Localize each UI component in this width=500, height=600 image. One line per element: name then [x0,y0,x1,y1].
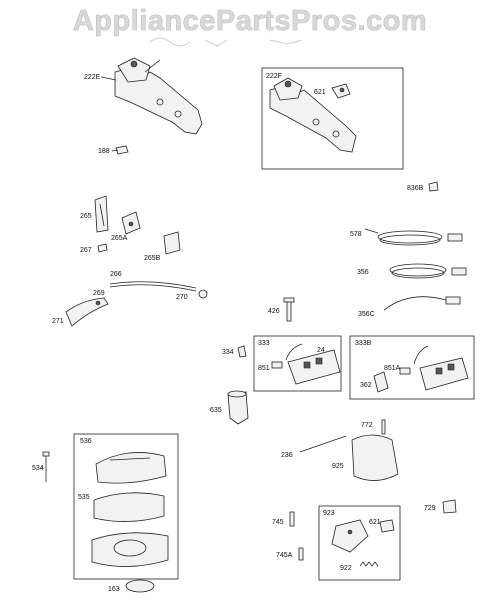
air-cleaner-base[interactable] [91,532,169,567]
control-box-923 [318,505,401,581]
ignition-box-333 [253,335,342,392]
governor-bracket-222F[interactable] [269,77,357,153]
label-851: 851 [258,365,270,372]
label-265A: 265A [111,235,128,242]
label-269: 269 [93,290,105,297]
watermark-decoration [149,37,303,47]
nut-270[interactable] [198,289,208,299]
link-621-lower[interactable] [379,519,395,533]
label-333B: 333B [355,340,372,347]
label-266: 266 [110,271,122,278]
label-270: 270 [176,294,188,301]
label-362: 362 [360,382,372,389]
label-426: 426 [268,308,280,315]
label-922: 922 [340,565,352,572]
label-925: 925 [332,463,344,470]
label-188: 188 [98,148,110,155]
label-621-lower: 621 [369,519,381,526]
label-635: 635 [210,407,222,414]
label-851A: 851A [384,365,401,372]
wire-harness-578[interactable] [364,228,463,246]
throttle-lever-271[interactable] [65,297,109,327]
label-222E: 222E [84,74,101,81]
label-333: 333 [258,340,270,347]
label-621-top: 621 [314,89,326,96]
gasket-163[interactable] [125,579,155,593]
bolt-426[interactable] [283,297,295,322]
assembly-box-222F [261,67,404,170]
label-334: 334 [222,349,234,356]
terminal-851[interactable] [271,361,283,369]
label-772: 772 [361,422,373,429]
air-filter-box-536 [73,433,179,580]
label-535: 535 [78,494,90,501]
screw-772[interactable] [381,419,386,435]
label-356: 356 [357,269,369,276]
air-filter-element-535[interactable] [93,492,165,522]
wire-harness-356[interactable] [389,263,467,279]
label-265B: 265B [144,255,161,262]
label-236: 236 [281,452,293,459]
label-163: 163 [108,586,120,593]
label-836B: 836B [407,185,424,192]
throttle-cable-266[interactable] [109,281,197,292]
label-265: 265 [80,213,92,220]
screw-188[interactable] [111,145,129,155]
part-729[interactable] [442,499,457,514]
elbow-635[interactable] [227,390,249,425]
bolt-534[interactable] [42,451,50,482]
screw-745[interactable] [289,511,295,527]
bracket-265[interactable] [94,195,109,233]
label-222F: 222F [266,73,282,80]
label-24: 24 [317,347,325,354]
watermark-text: AppliancePartsPros.com [73,5,427,37]
air-cleaner-cover[interactable] [95,452,167,484]
label-271: 271 [52,318,64,325]
label-534: 534 [32,465,44,472]
label-267: 267 [80,247,92,254]
ignition-coil-333B[interactable] [413,345,469,391]
label-745A: 745A [276,552,293,559]
label-923: 923 [323,510,335,517]
screw-267[interactable] [97,243,108,253]
link-236[interactable] [299,435,347,453]
label-745: 745 [272,519,284,526]
fuel-tank-925[interactable] [351,434,399,481]
label-578: 578 [350,231,362,238]
spring-922[interactable] [359,561,379,567]
screw-334[interactable] [237,345,247,358]
screw-745A[interactable] [298,547,304,561]
ignition-coil-333[interactable] [285,343,341,385]
wire-356C[interactable] [383,296,461,311]
ignition-box-333B [349,335,475,400]
part-362[interactable] [373,371,389,393]
clip-265B[interactable] [163,231,181,255]
terminal-851A[interactable] [399,367,411,375]
part-836B[interactable] [428,181,439,192]
label-356C: 356C [358,311,375,318]
link-621-top[interactable] [331,83,351,99]
clip-265A[interactable] [121,211,141,235]
label-536: 536 [80,438,92,445]
label-729: 729 [424,505,436,512]
control-bracket-923[interactable] [331,519,369,553]
governor-bracket-222E[interactable] [114,57,203,135]
